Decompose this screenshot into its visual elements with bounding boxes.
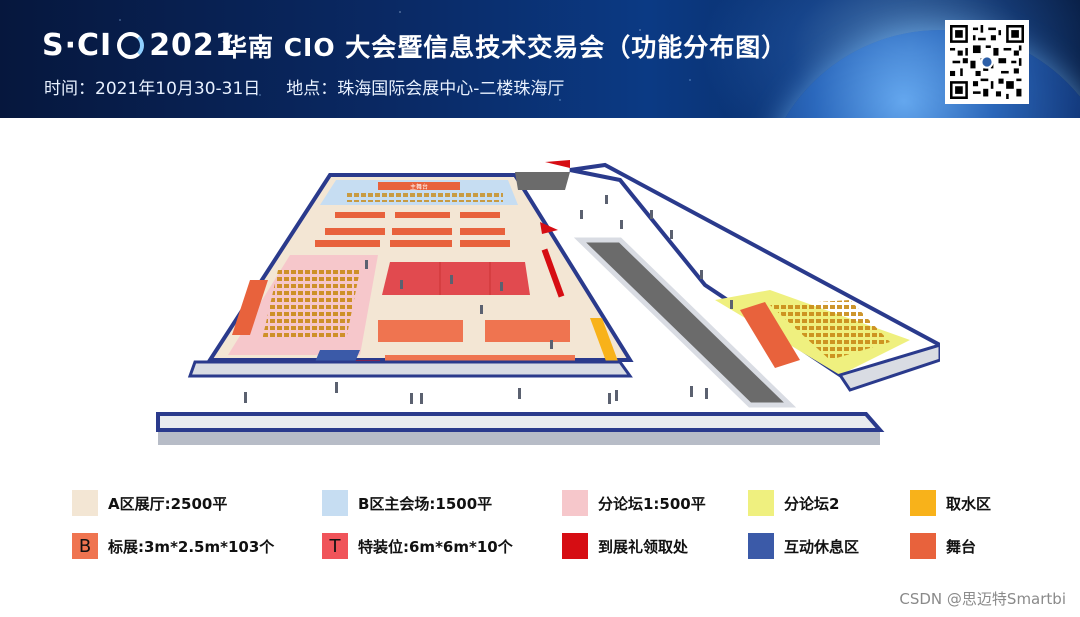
lounge-area [315, 350, 360, 362]
legend-item-forum-1: 分论坛1:500平 [562, 490, 706, 516]
forum-1-seats [262, 270, 360, 340]
legend-item-special: T 特装位:6m*6m*10个 [322, 533, 513, 559]
floor-slab [158, 430, 880, 445]
legend-label: 分论坛2 [784, 494, 840, 513]
special-booths [382, 262, 530, 295]
forum-1-stage [232, 280, 268, 335]
qr-code[interactable] [945, 20, 1029, 104]
gift-pickup-marker-2 [545, 160, 570, 168]
legend-swatch [748, 533, 774, 559]
legend-item-stage: 舞台 [910, 533, 976, 559]
main-stage-label: 主舞台 [410, 183, 428, 191]
forum-2-stage [740, 302, 800, 368]
star-field [0, 0, 1080, 118]
legend-swatch [562, 533, 588, 559]
event-time: 时间：2021年10月30-31日 [44, 79, 261, 99]
legend-item-a-hall: A区展厅:2500平 [72, 490, 227, 516]
legend-item-lounge: 互动休息区 [748, 533, 859, 559]
legend-item-standard: B 标展:3m*2.5m*103个 [72, 533, 274, 559]
side-corridor [573, 237, 797, 408]
front-corridor [156, 412, 885, 432]
event-info: 时间：2021年10月30-31日 地点：珠海国际会展中心-二楼珠海厅 [44, 74, 564, 99]
header-banner: S·CI 2021 华南 CIO 大会暨信息技术交易会（功能分布图） 时间：20… [0, 0, 1080, 118]
page-title: 华南 CIO 大会暨信息技术交易会（功能分布图） [222, 33, 788, 62]
water-area [590, 318, 622, 372]
legend-label: 到展礼领取处 [598, 537, 689, 556]
inner-wall [187, 360, 633, 378]
legend-swatch [910, 533, 936, 559]
standard-booths [315, 212, 575, 365]
service-room [515, 172, 570, 190]
legend-item-water: 取水区 [910, 490, 991, 516]
legend-swatch [748, 490, 774, 516]
logo-text: S·CI [42, 27, 113, 63]
logo-ring-icon [117, 31, 145, 59]
gift-counter [541, 248, 565, 298]
floor-plan: 主舞台 [150, 150, 940, 450]
event-location: 地点：珠海国际会展中心-二楼珠海厅 [286, 79, 565, 99]
legend-item-gift: 到展礼领取处 [562, 533, 688, 559]
legend-swatch: B [72, 533, 98, 559]
people-silhouettes [244, 195, 733, 404]
legend-swatch [72, 490, 98, 516]
logo-year: 2021 [149, 27, 237, 63]
legend-swatch [910, 490, 936, 516]
main-stage [378, 182, 460, 190]
legend-label: 特装位:6m*6m*10个 [358, 537, 513, 556]
legend-swatch: T [322, 533, 348, 559]
legend-label: 标展:3m*2.5m*103个 [108, 537, 275, 556]
legend-label: 分论坛1:500平 [598, 494, 706, 513]
legend-swatch [562, 490, 588, 516]
watermark: CSDN @思迈特Smartbi [899, 590, 1066, 608]
forum-2-front-wall [837, 343, 940, 392]
legend-item-b-main: B区主会场:1500平 [322, 490, 492, 516]
legend-swatch [322, 490, 348, 516]
legend-label: B区主会场:1500平 [358, 494, 493, 513]
legend-label: 舞台 [946, 537, 977, 556]
event-logo: S·CI 2021 [42, 26, 237, 64]
legend-label: A区展厅:2500平 [108, 494, 228, 513]
qr-code-icon [950, 25, 1024, 99]
main-venue-seats [345, 192, 503, 202]
forum-2-seats [770, 300, 890, 360]
legend-label: 取水区 [946, 494, 992, 513]
legend-label: 互动休息区 [784, 537, 860, 556]
gift-pickup-marker [540, 222, 558, 234]
legend-item-forum-2: 分论坛2 [748, 490, 839, 516]
floor-plan-drawing: 主舞台 [156, 160, 940, 445]
